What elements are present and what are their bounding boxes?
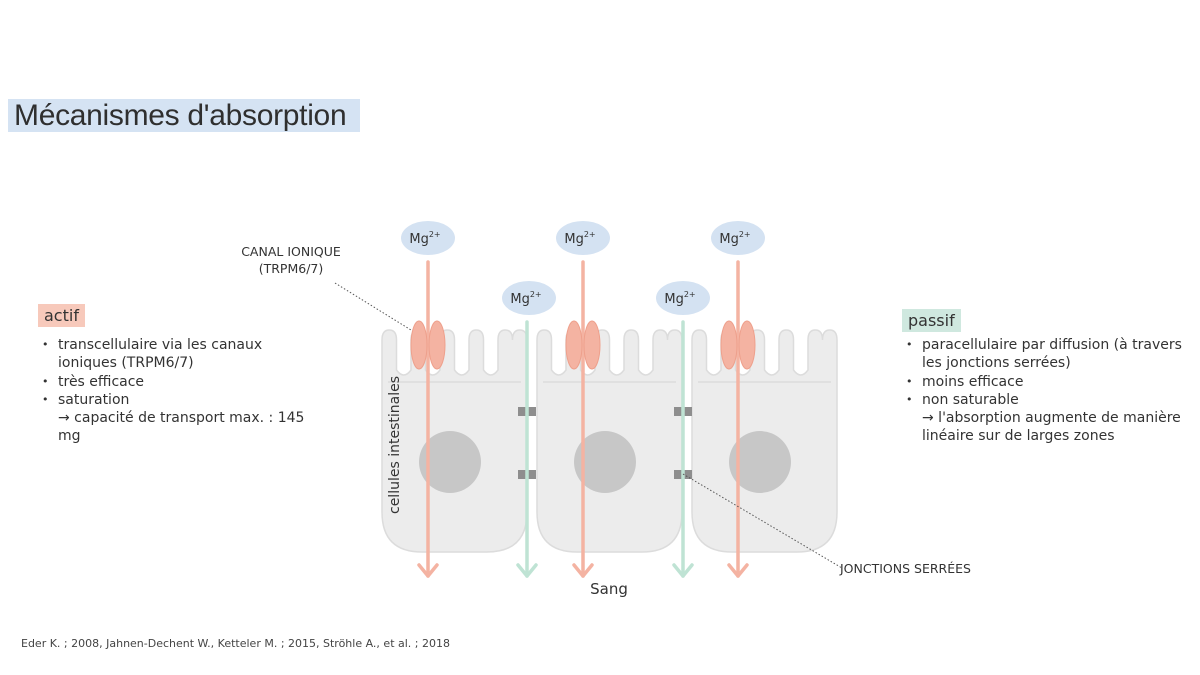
- junction-callout-line: [682, 473, 843, 569]
- cells-label: cellules intestinales: [387, 376, 403, 514]
- passive-arrow-2-head: [672, 563, 694, 578]
- page-title: Mécanismes d'absorption: [8, 99, 361, 132]
- nucleus-3: [729, 431, 791, 493]
- active-arrow-1: [417, 260, 439, 578]
- ion-channel-right-1: [428, 320, 446, 370]
- active-arrow-2-head: [572, 563, 594, 578]
- mg-ion-bubble-1: [401, 221, 455, 255]
- active-tag: actif: [38, 304, 85, 327]
- channel-label-line2: (TRPM6/7): [259, 261, 324, 276]
- ion-channel-left-1: [410, 320, 428, 370]
- ion-channel-right-3: [738, 320, 756, 370]
- channel-callout-line: [334, 282, 412, 331]
- intestinal-cell-2: [536, 329, 683, 553]
- passive-arrow-1: [516, 320, 538, 578]
- active-arrow-1-head: [417, 563, 439, 578]
- active-bullet-2: très efficace: [40, 373, 310, 392]
- mg-ion-charge-4: 2+: [530, 290, 542, 299]
- intestinal-cell-1: [381, 329, 528, 553]
- mg-ion-bubble-2: [556, 221, 610, 255]
- ion-channel-2: [565, 320, 601, 370]
- mg-ion-charge-3: 2+: [739, 230, 751, 239]
- intestinal-cell-3: [691, 329, 838, 553]
- mg-ion-2: Mg2+: [556, 221, 610, 255]
- ion-channel-right-2: [583, 320, 601, 370]
- passive-arrow-1-head: [516, 563, 538, 578]
- mg-ion-charge-2: 2+: [584, 230, 596, 239]
- junction-label: JONCTIONS SERRÉES: [839, 561, 971, 576]
- active-bullet-3: saturation→ capacité de transport max. :…: [40, 391, 310, 446]
- active-arrow-3: [727, 260, 749, 578]
- passive-arrow-2: [672, 320, 694, 578]
- ion-channel-left-2: [565, 320, 583, 370]
- mg-ion-bubble-5: [656, 281, 710, 315]
- mg-ion-3: Mg2+: [711, 221, 765, 255]
- ion-channel-3: [720, 320, 756, 370]
- nucleus-1: [419, 431, 481, 493]
- mg-ion-4: Mg2+: [502, 281, 556, 315]
- mg-ion-bubble-3: [711, 221, 765, 255]
- passive-bullet-1: paracellulaire par diffusion (à travers …: [904, 336, 1200, 373]
- mg-ion-1: Mg2+: [401, 221, 455, 255]
- active-bullet-1: transcellulaire via les canaux ioniques …: [40, 336, 310, 373]
- active-bullet-3-detail: → capacité de transport max. : 145 mg: [58, 410, 305, 445]
- channel-label-line1: CANAL IONIQUE: [241, 244, 341, 259]
- ion-channel-left-3: [720, 320, 738, 370]
- transport-arrows: [417, 260, 749, 578]
- active-arrow-3-head: [727, 563, 749, 578]
- mg-ion-charge-1: 2+: [429, 230, 441, 239]
- passive-tag: passif: [902, 309, 961, 332]
- mg-ion-5: Mg2+: [656, 281, 710, 315]
- ion-channels: [410, 320, 756, 370]
- mg-ions: Mg2+Mg2+Mg2+Mg2+Mg2+: [401, 221, 765, 315]
- passive-bullet-2: moins efficace: [904, 373, 1200, 392]
- ion-channel-1: [410, 320, 446, 370]
- passive-bullet-3: non saturable→ l'absorption augmente de …: [904, 391, 1200, 446]
- active-bullet-list: transcellulaire via les canaux ioniques …: [40, 336, 310, 446]
- mg-ion-bubble-4: [502, 281, 556, 315]
- blood-label: Sang: [590, 580, 628, 598]
- intestinal-cells: [381, 329, 838, 553]
- mg-ion-charge-5: 2+: [684, 290, 696, 299]
- nucleus-2: [574, 431, 636, 493]
- passive-bullet-3-detail: → l'absorption augmente de manière linéa…: [922, 410, 1181, 445]
- active-arrow-2: [572, 260, 594, 578]
- source-citation: Eder K. ; 2008, Jahnen-Dechent W., Kette…: [21, 637, 450, 650]
- passive-bullet-list: paracellulaire par diffusion (à travers …: [904, 336, 1200, 446]
